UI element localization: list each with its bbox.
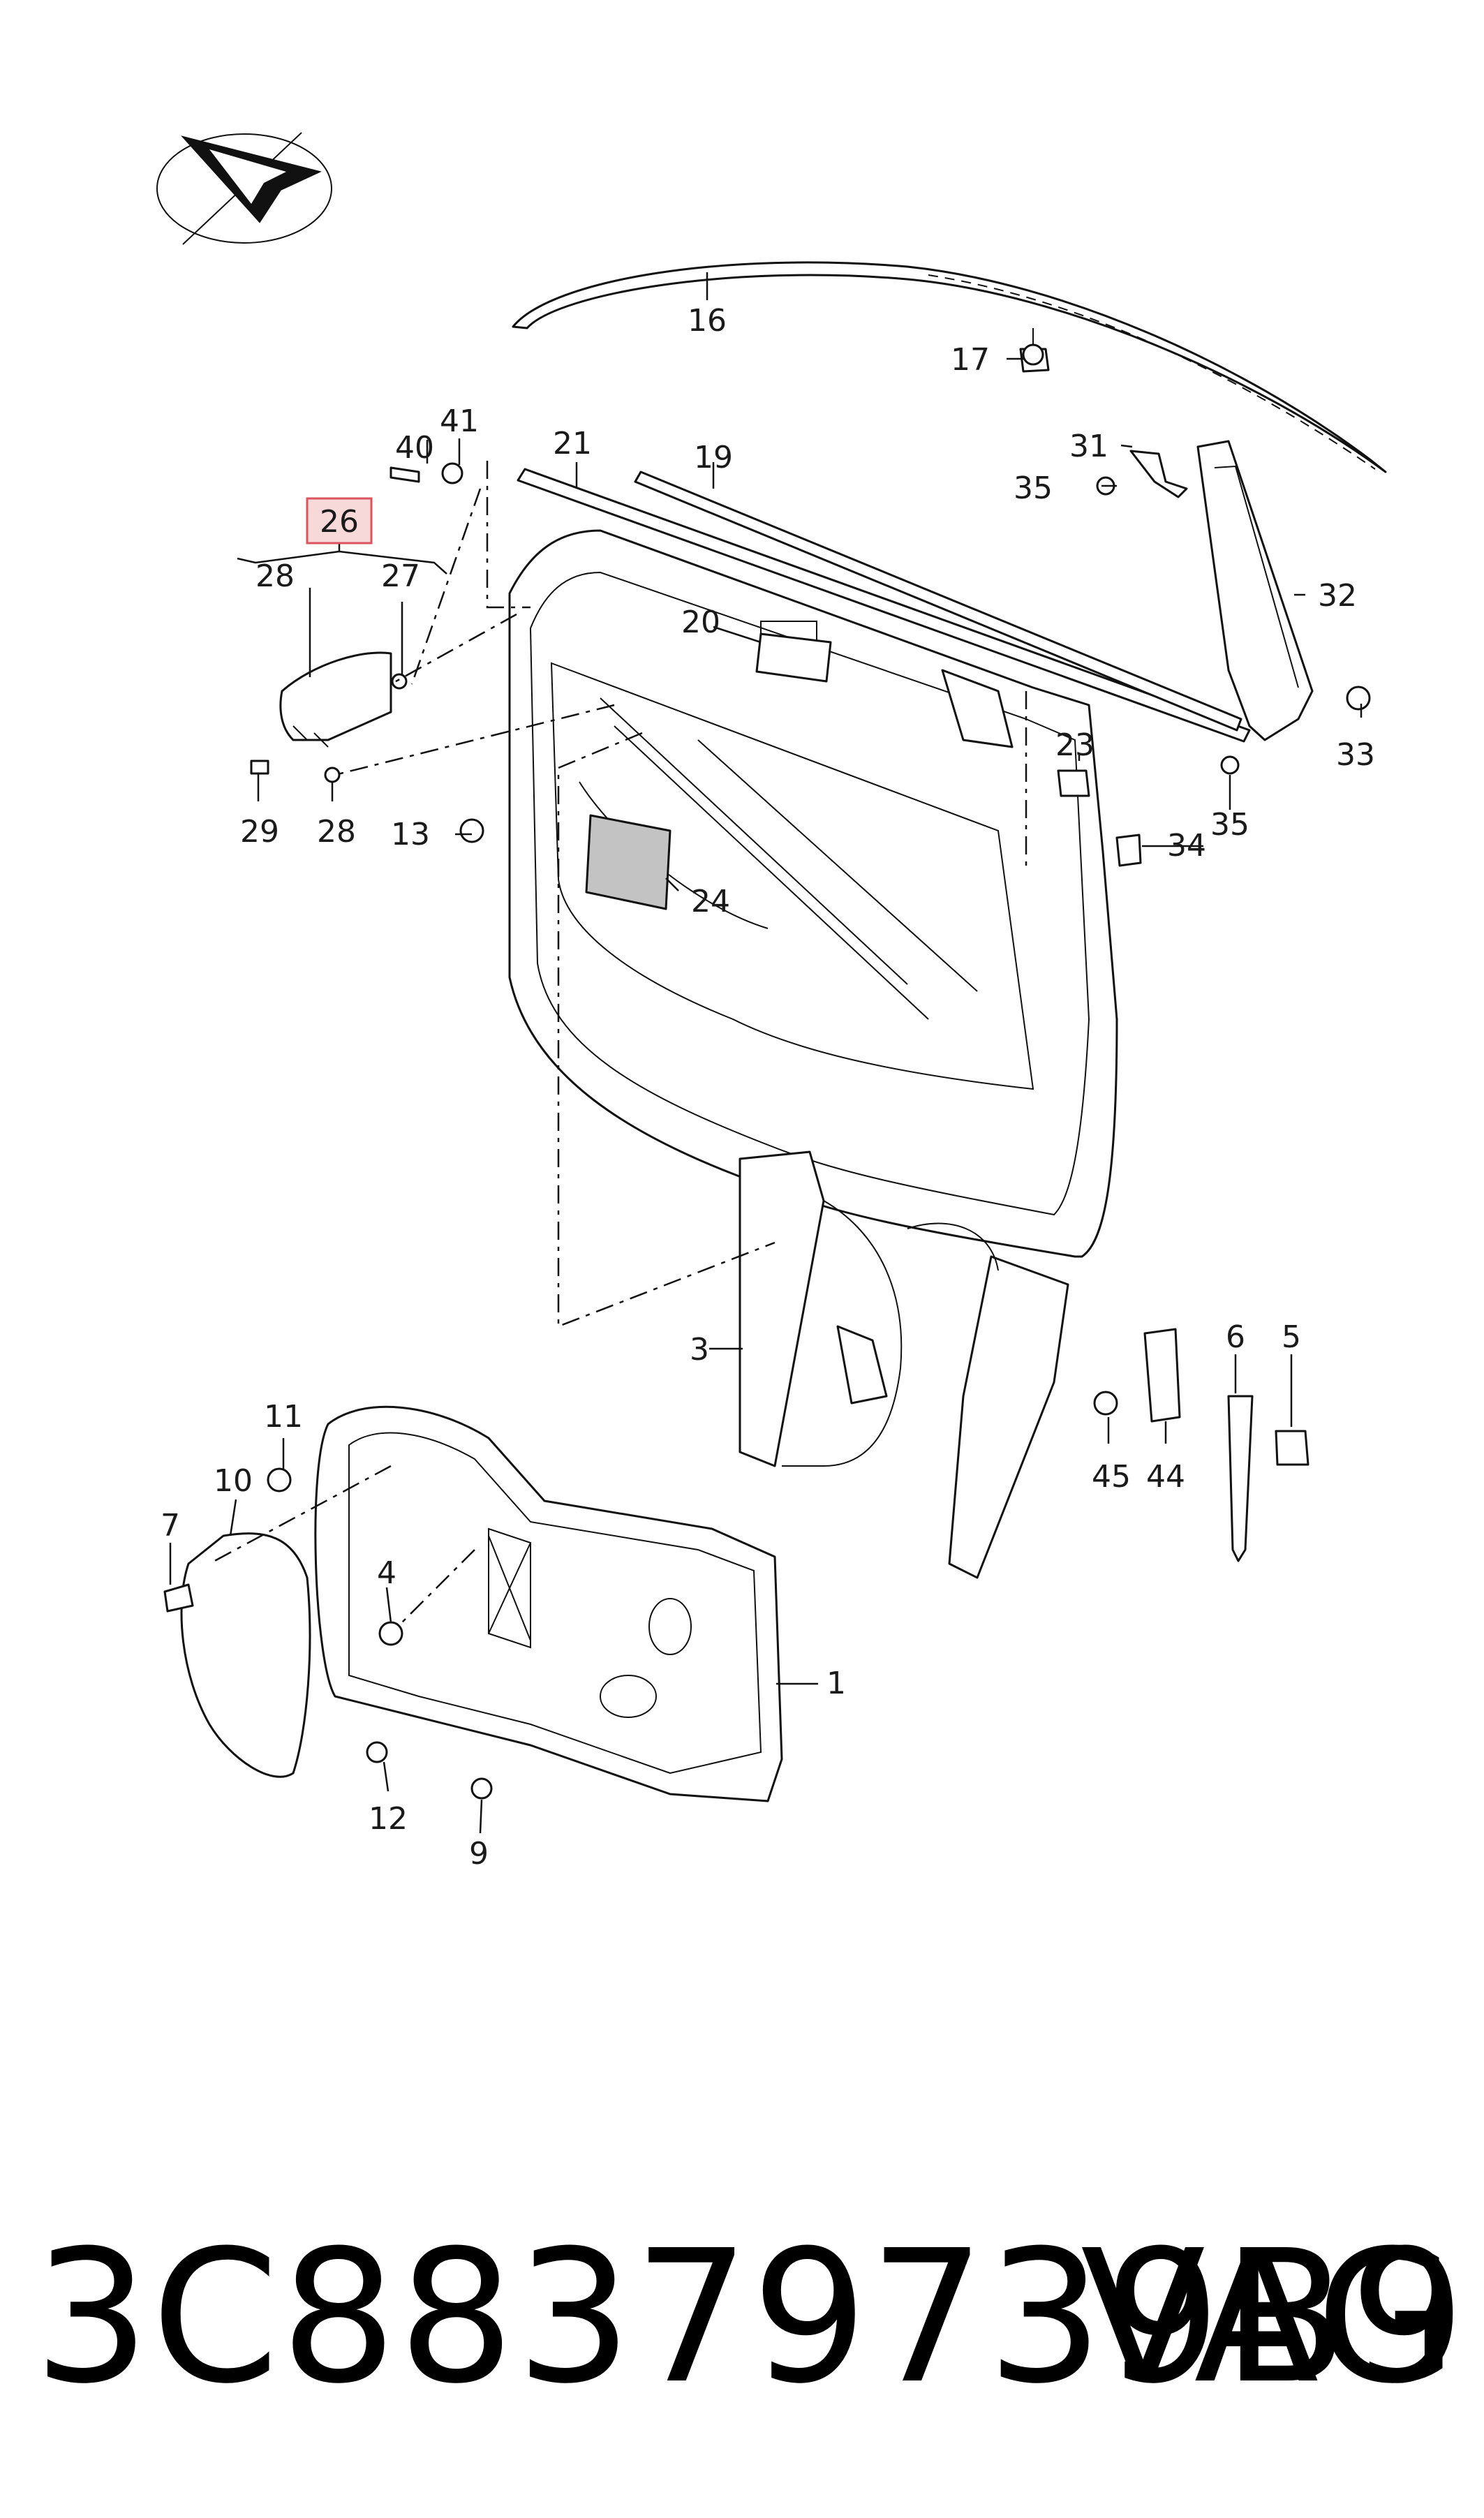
brand-label: VAG [1080,2211,1457,2424]
leader-lines [169,272,1363,1834]
fasteners [163,343,1371,1800]
assembly-lines [209,461,1027,1627]
callout-19: 19 [694,440,733,475]
callout-17: 17 [951,342,990,378]
gasket-10 [180,1532,311,1778]
callout-35-top: 35 [1014,471,1053,506]
callout-1: 1 [826,1666,846,1701]
callout-29: 29 [240,814,279,850]
callout-28-top: 28 [255,558,295,594]
window-strip-19 [634,471,1242,732]
window-strip-21 [517,468,1251,743]
callout-6: 6 [1226,1319,1245,1355]
callout-33: 33 [1336,737,1375,773]
callout-10: 10 [214,1463,253,1499]
callout-34: 34 [1167,828,1206,864]
trim-strip-32 [1196,440,1314,741]
callout-26-highlight [306,497,373,545]
callout-45: 45 [1092,1459,1131,1495]
callout-9: 9 [469,1836,489,1872]
callout-23: 23 [1055,727,1095,763]
bracket-31 [1129,450,1188,498]
door-inner-frame [508,529,1118,1258]
callout-16: 16 [688,303,727,339]
pad-20 [755,632,832,683]
callout-labels: 16 17 21 19 41 40 31 35 32 20 33 23 35 3… [161,303,1375,1872]
callout-31: 31 [1069,429,1108,464]
door-module-carrier [314,1405,783,1802]
direction-arrow-icon [156,132,332,245]
sound-pad-24 [585,814,671,910]
callout-20: 20 [681,605,720,640]
callout-35-bottom: 35 [1210,807,1249,843]
part-number: 3C88379739B9 [34,2211,1467,2424]
callout-26[interactable]: 26 [320,504,359,540]
callout-32: 32 [1318,578,1357,614]
callout-5: 5 [1282,1319,1301,1355]
mirror-trim-bracket [279,651,392,748]
callout-4: 4 [377,1555,396,1591]
callout-24: 24 [691,884,730,919]
callout-11: 11 [264,1399,303,1435]
footer: 3C88379739B9 VAG [0,2213,1484,2422]
callout-41: 41 [440,403,479,439]
callout-40: 40 [395,430,434,466]
door-top-seal [512,261,1387,473]
callout-7: 7 [161,1508,180,1543]
window-regulator [739,1150,1069,1579]
callout-27: 27 [381,558,420,594]
callout-12: 12 [369,1801,408,1837]
callout-28-bottom: 28 [317,814,356,850]
callout-21: 21 [553,426,592,461]
callout-13: 13 [391,817,430,852]
callout-44: 44 [1146,1459,1185,1495]
callout-3: 3 [690,1332,709,1368]
